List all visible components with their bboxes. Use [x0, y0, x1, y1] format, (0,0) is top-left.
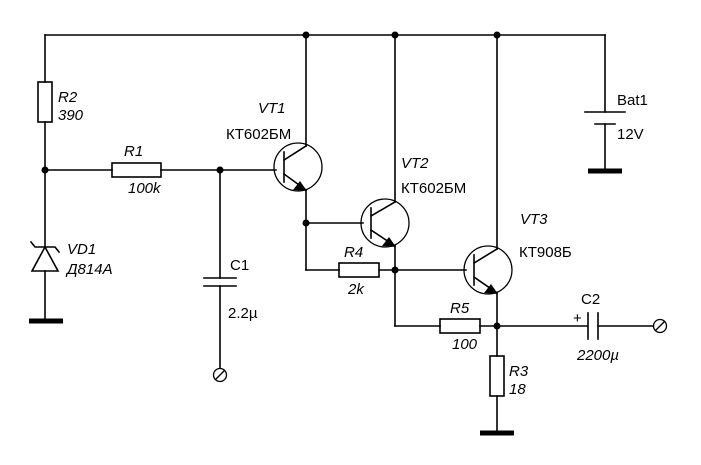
vt2-value: КТ602БМ: [401, 180, 466, 197]
vd1-ref: VD1: [67, 241, 96, 258]
r1-ref: R1: [124, 143, 143, 160]
r5-ref: R5: [450, 300, 470, 317]
junction-vt2-collector: [391, 31, 399, 39]
vt2-ref: VT2: [401, 155, 429, 172]
bat1-value: 12V: [617, 126, 644, 143]
r4-ref: R4: [344, 244, 363, 261]
r3-value: 18: [509, 381, 526, 398]
c1-ref: C1: [230, 257, 249, 274]
c1-value: 2.2µ: [228, 305, 258, 322]
junction-vt3-collector: [493, 31, 501, 39]
r1-value: 100k: [128, 180, 162, 197]
r5-resistor: [394, 318, 498, 334]
r2-ref: R2: [58, 89, 78, 106]
vt3-value: КТ908Б: [519, 244, 572, 261]
vd1-zener-diode: [29, 169, 61, 321]
c2-value: 2200µ: [576, 347, 619, 364]
c2-capacitor: [496, 312, 668, 340]
vt3-ref: VT3: [520, 211, 548, 228]
c1-capacitor: [203, 169, 237, 383]
r5-value: 100: [452, 336, 478, 353]
vd1-value: Д814А: [65, 261, 113, 278]
bat1-battery: [584, 34, 626, 171]
vt1-value: КТ602БМ: [226, 126, 291, 143]
vt3-transistor: [463, 34, 513, 357]
r1-resistor: [44, 162, 277, 178]
r3-resistor: [489, 355, 505, 433]
vt2-transistor: [360, 34, 410, 327]
c2-polarity: +: [573, 310, 582, 327]
vt1-ref: VT1: [258, 100, 286, 117]
r2-value: 390: [58, 107, 84, 124]
r4-resistor: [305, 262, 396, 278]
bat1-ref: Bat1: [617, 92, 648, 109]
vt1-transistor: [273, 34, 323, 271]
r3-ref: R3: [509, 363, 529, 380]
r2-resistor: [37, 34, 53, 171]
junction-vt1-collector: [302, 31, 310, 39]
c2-ref: C2: [581, 291, 600, 308]
r4-value: 2k: [347, 281, 365, 298]
